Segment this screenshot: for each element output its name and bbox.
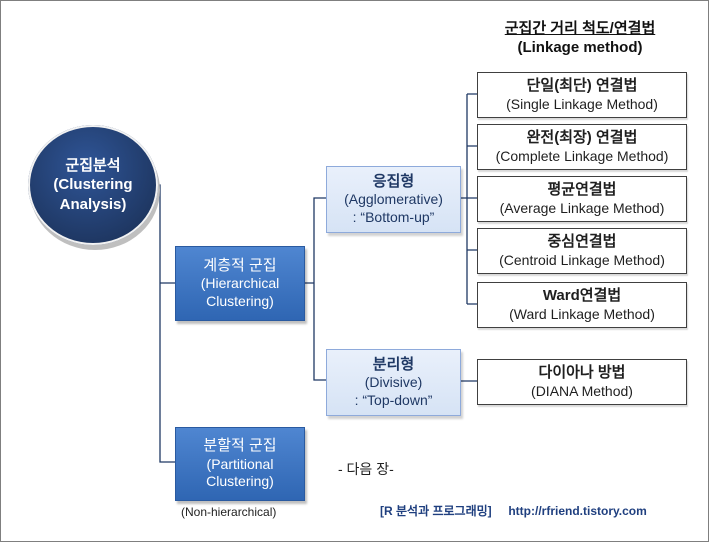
divisive-english: (Divisive)	[364, 374, 423, 391]
complete-linkage-box: 완전(최장) 연결법 (Complete Linkage Method)	[477, 124, 687, 170]
footer-source: [R 분석과 프로그래밍]	[380, 504, 492, 518]
agglomerative-title: 응집형	[372, 172, 415, 190]
single-linkage-box: 단일(최단) 연결법 (Single Linkage Method)	[477, 72, 687, 118]
agglomerative-bottom-up: : “Bottom-up”	[352, 208, 435, 225]
hierarchical-clustering-box: 계층적 군집 (Hierarchical Clustering)	[175, 246, 305, 321]
connector-hierarchical	[304, 197, 326, 381]
partitional-english-1: (Partitional	[206, 455, 274, 472]
divisive-top-down: : “Top-down”	[354, 391, 433, 408]
source-footer: [R 분석과 프로그래밍] http://rfriend.tistory.com	[380, 502, 647, 519]
average-linkage-box: 평균연결법 (Average Linkage Method)	[477, 176, 687, 222]
centroid-linkage-box: 중심연결법 (Centroid Linkage Method)	[477, 228, 687, 274]
linkage-header-english: (Linkage method)	[517, 38, 643, 56]
complete-linkage-english: (Complete Linkage Method)	[495, 147, 669, 164]
agglomerative-box: 응집형 (Agglomerative) : “Bottom-up”	[326, 166, 461, 233]
connector-agglomerative	[460, 93, 477, 305]
single-linkage-korean: 단일(최단) 연결법	[526, 76, 638, 94]
diana-english: (DIANA Method)	[531, 382, 633, 399]
single-linkage-english: (Single Linkage Method)	[506, 95, 658, 112]
next-page-note: - 다음 장-	[338, 461, 394, 477]
average-linkage-korean: 평균연결법	[547, 180, 617, 198]
root-title-korean: 군집분석	[65, 157, 121, 175]
partitional-title: 분할적 군집	[203, 437, 277, 455]
root-title-english-2: Analysis)	[59, 195, 127, 213]
divisive-title: 분리형	[372, 355, 415, 373]
agglomerative-english: (Agglomerative)	[344, 191, 443, 208]
root-clustering-analysis: 군집분석 (Clustering Analysis)	[28, 125, 158, 245]
complete-linkage-korean: 완전(최장) 연결법	[526, 128, 638, 146]
ward-linkage-korean: Ward연결법	[542, 286, 622, 304]
diana-korean: 다이아나 방법	[538, 363, 626, 381]
non-hierarchical-note: (Non-hierarchical)	[181, 505, 277, 519]
linkage-method-header: 군집간 거리 척도/연결법 (Linkage method)	[460, 20, 700, 58]
hierarchical-title: 계층적 군집	[203, 256, 277, 274]
centroid-linkage-korean: 중심연결법	[547, 232, 617, 250]
ward-linkage-box: Ward연결법 (Ward Linkage Method)	[477, 282, 687, 328]
hierarchical-english-2: Clustering)	[206, 292, 274, 309]
centroid-linkage-english: (Centroid Linkage Method)	[499, 251, 665, 268]
diana-method-box: 다이아나 방법 (DIANA Method)	[477, 359, 687, 405]
hierarchical-english-1: (Hierarchical	[200, 275, 280, 292]
footer-url: http://rfriend.tistory.com	[508, 504, 647, 518]
linkage-header-korean: 군집간 거리 척도/연결법	[504, 20, 656, 37]
divisive-box: 분리형 (Divisive) : “Top-down”	[326, 349, 461, 416]
connector-root	[158, 184, 175, 463]
average-linkage-english: (Average Linkage Method)	[499, 199, 665, 216]
partitional-english-2: Clustering)	[206, 473, 274, 490]
ward-linkage-english: (Ward Linkage Method)	[509, 305, 655, 322]
root-title-english-1: (Clustering	[53, 176, 133, 194]
partitional-clustering-box: 분할적 군집 (Partitional Clustering)	[175, 427, 305, 501]
